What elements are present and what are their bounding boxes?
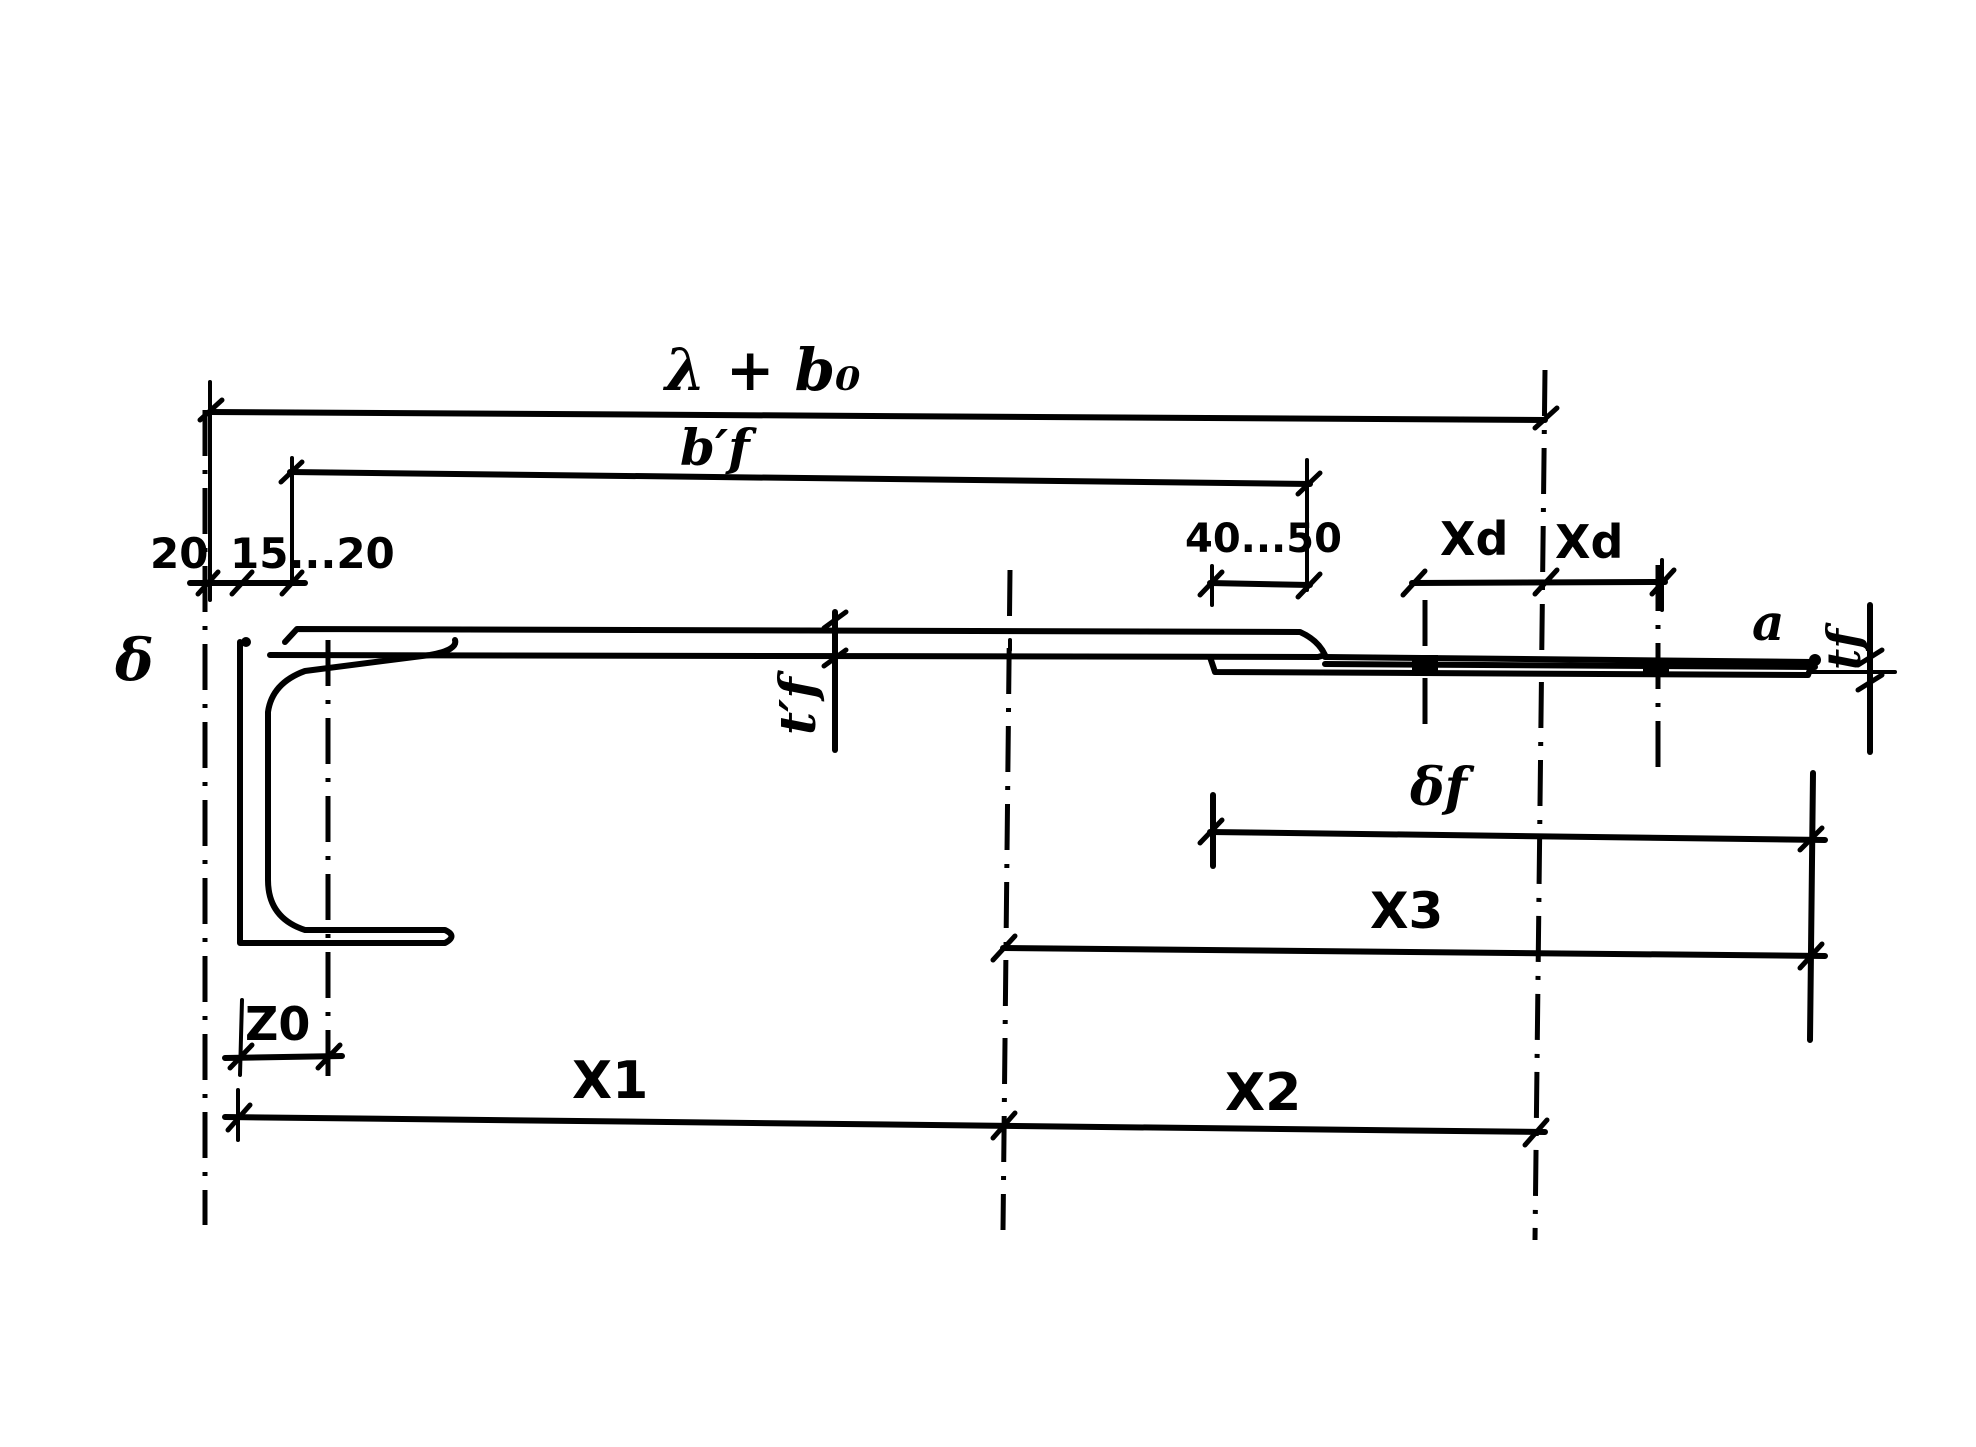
weld-dot-right (1809, 654, 1821, 666)
dim-tick (1197, 817, 1225, 846)
dim-tick (227, 1042, 255, 1071)
label-bolt-pitch-1: Xd (1440, 512, 1508, 566)
dim-line-x3 (1000, 945, 1828, 959)
dim-line-z0 (222, 1053, 345, 1061)
dim-tick (229, 569, 255, 597)
dim-tick (1522, 1117, 1550, 1148)
dim-tick (821, 609, 849, 631)
dim-line-x1-x2 (222, 1114, 1548, 1135)
dim-tick (1855, 672, 1885, 693)
dim-tick (1855, 647, 1885, 668)
label-x2: X2 (1225, 1063, 1301, 1123)
label-flange-thickness-2: tf (1817, 622, 1871, 670)
axis-line-right (1532, 369, 1548, 1241)
label-overlap-40-50: 40...50 (1185, 516, 1342, 562)
dim-tick (1295, 571, 1323, 600)
label-plate-width-f: δf (1409, 757, 1475, 818)
dim-tick (990, 933, 1018, 963)
dim-tick (1797, 941, 1825, 971)
dim-tick (278, 459, 305, 485)
label-flange-thickness-1: t′f (768, 670, 827, 735)
dim-tick (225, 1102, 253, 1133)
ext-line (1807, 770, 1816, 1043)
dim-tick (1532, 405, 1560, 431)
dim-tick (315, 1042, 343, 1071)
dim-line-overall (207, 409, 1548, 423)
lower-plate-mid (1322, 661, 1818, 670)
label-edge-20: 20 (150, 529, 208, 578)
weld-dot-left (241, 637, 251, 647)
dim-tick (279, 569, 305, 597)
label-flange-width: b′f (680, 418, 757, 477)
dim-tick (821, 647, 849, 669)
bolt-2-icon (1643, 658, 1669, 676)
lower-plate (1207, 654, 1821, 678)
bolt-1-icon (1412, 655, 1438, 673)
dim-line-pitch (1409, 579, 1668, 586)
label-x1: X1 (572, 1051, 648, 1111)
channel-section (237, 637, 459, 946)
dim-line-flange (287, 469, 1313, 487)
label-bolt-pitch-2: Xd (1555, 515, 1623, 569)
label-weld-a: a (1752, 593, 1784, 652)
dimension-lines (187, 380, 1897, 1148)
dim-tick (990, 1110, 1018, 1141)
dim-tick (1197, 569, 1225, 598)
label-delta: δ (114, 626, 154, 694)
ext-line (238, 998, 244, 1077)
dim-line-overlap (1207, 580, 1313, 588)
dim-tick (1797, 825, 1825, 853)
dim-line-upper-long (1207, 829, 1828, 843)
label-z0: Z0 (245, 997, 310, 1051)
axis-line-middle (1000, 569, 1013, 1231)
dim-tick (1532, 567, 1560, 597)
dimension-labels: λ + b₀ b′f 20 15...20 40...50 Xd Xd δ t′… (114, 336, 1871, 1123)
label-edge-15-20: 15...20 (230, 529, 395, 578)
dim-tick (195, 569, 221, 597)
upper-flange-plate (267, 626, 1328, 660)
label-overall-width: λ + b₀ (662, 336, 861, 404)
dim-tick (1649, 567, 1677, 597)
dim-tick (1295, 470, 1323, 497)
dim-tick (1400, 568, 1428, 598)
label-x3: X3 (1370, 882, 1443, 940)
